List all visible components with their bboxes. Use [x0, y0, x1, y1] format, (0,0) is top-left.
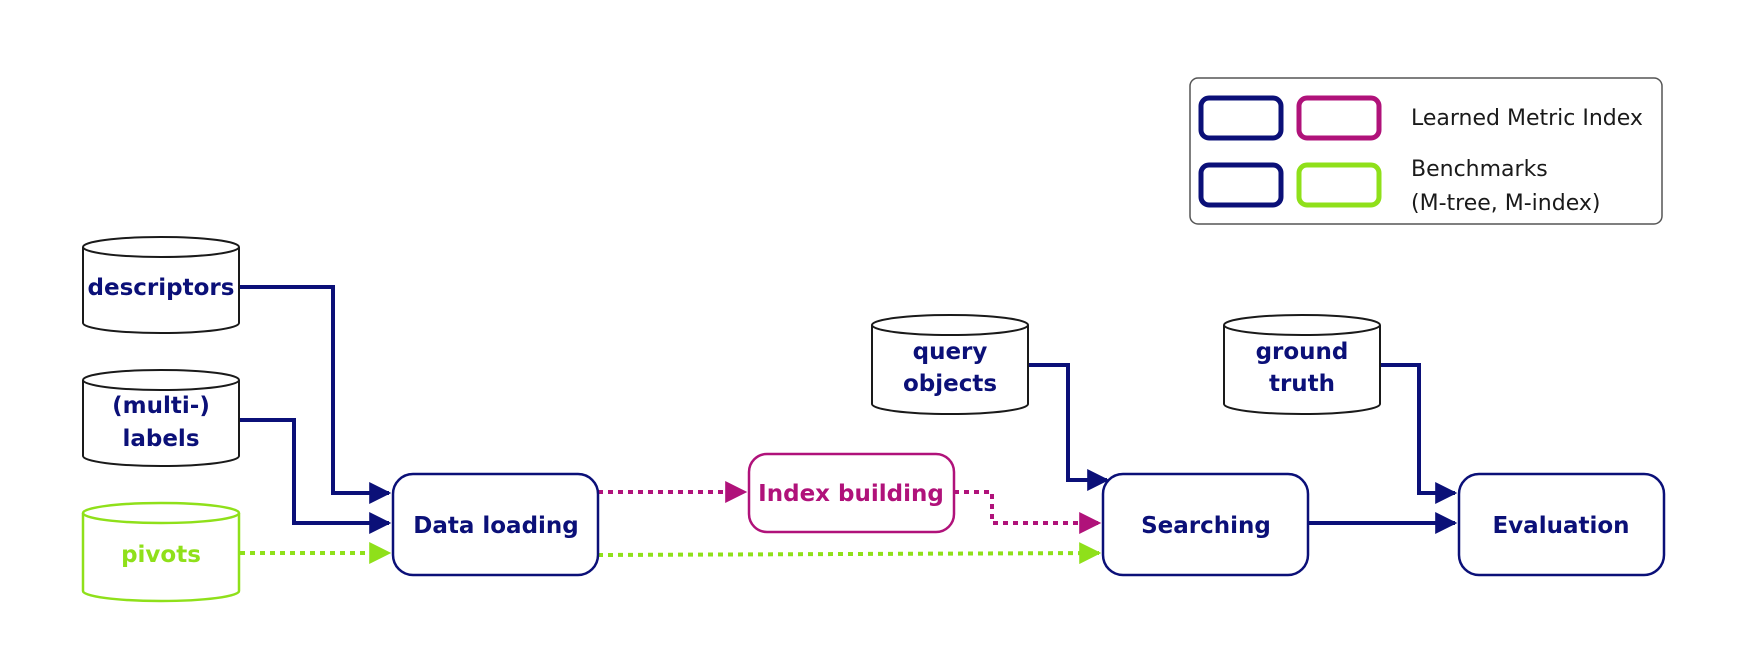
- arrow-query-to-searching: [1026, 363, 1110, 491]
- cylinder-pivots: pivots: [81, 501, 241, 603]
- cylinder-descriptors: descriptors: [82, 236, 240, 334]
- legend-lmi-label: Learned Metric Index: [1411, 106, 1643, 131]
- cylinder-ground-truth: ground truth: [1223, 314, 1381, 415]
- process-searching-label: Searching: [1141, 513, 1271, 539]
- process-evaluation: Evaluation: [1457, 472, 1666, 577]
- cylinder-query-objects: query objects: [871, 314, 1029, 415]
- arrow-data-loading-to-searching: [597, 542, 1102, 565]
- cylinder-query-line2: objects: [903, 371, 997, 397]
- cylinder-labels-line2: labels: [122, 426, 199, 452]
- process-searching: Searching: [1101, 472, 1310, 577]
- cylinder-descriptors-label: descriptors: [88, 275, 235, 301]
- legend-swatch-bench-lime: [1296, 162, 1382, 208]
- legend-bench-line1: Benchmarks: [1411, 157, 1548, 182]
- legend-swatch-lmi-navy: [1198, 95, 1284, 141]
- cylinder-query-line1: query: [913, 339, 988, 365]
- cylinder-labels: (multi-) labels: [82, 369, 240, 467]
- cylinder-ground-line1: ground: [1256, 339, 1349, 365]
- legend-bench-line2: (M-tree, M-index): [1411, 191, 1600, 216]
- arrow-descriptors-to-data-loading: [240, 285, 392, 504]
- arrow-index-building-to-searching: [954, 490, 1102, 534]
- process-index-building: Index building: [747, 452, 956, 534]
- cylinder-ground-line2: truth: [1269, 371, 1335, 397]
- legend: Learned Metric Index Benchmarks (M-tree,…: [1189, 77, 1663, 225]
- arrow-labels-to-data-loading: [240, 418, 392, 534]
- legend-swatch-lmi-magenta: [1296, 95, 1382, 141]
- cylinder-pivots-label: pivots: [121, 542, 201, 568]
- process-index-building-label: Index building: [758, 481, 944, 507]
- legend-swatch-bench-navy: [1198, 162, 1284, 208]
- process-data-loading: Data loading: [391, 472, 600, 577]
- cylinder-labels-line1: (multi-): [112, 393, 210, 419]
- arrow-ground-truth-to-evaluation: [1380, 363, 1458, 504]
- process-evaluation-label: Evaluation: [1492, 513, 1629, 539]
- process-data-loading-label: Data loading: [413, 513, 579, 539]
